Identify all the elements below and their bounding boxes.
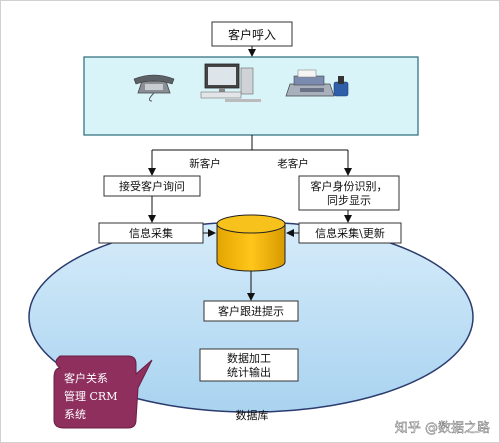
callout-line2: 管理 CRM bbox=[64, 389, 117, 403]
computer-icon bbox=[200, 63, 261, 102]
identify-box bbox=[298, 175, 400, 211]
info-collect-label: 信息采集 bbox=[129, 226, 173, 240]
followup-box bbox=[203, 300, 299, 322]
database-label: 数据库 bbox=[236, 408, 269, 422]
identify-label-line1: 客户身份识别， bbox=[311, 179, 388, 193]
processing-box bbox=[199, 348, 299, 382]
callout-line3: 系统 bbox=[64, 408, 86, 421]
entry-box bbox=[211, 21, 293, 47]
new-customer-label: 新客户 bbox=[189, 157, 221, 170]
identify-label-line2: 同步显示 bbox=[327, 194, 371, 207]
database-cylinder-icon bbox=[216, 214, 286, 272]
accept-inquiry-label: 接受客户询问 bbox=[119, 179, 185, 193]
info-update-label: 信息采集\更新 bbox=[315, 226, 385, 240]
callout-line1: 客户关系 bbox=[64, 371, 108, 385]
processing-label-line2: 统计输出 bbox=[227, 365, 271, 379]
processing-label-line1: 数据加工 bbox=[227, 351, 271, 365]
old-customer-label: 老客户 bbox=[277, 157, 309, 170]
followup-label: 客户跟进提示 bbox=[218, 304, 284, 318]
crm-callout bbox=[53, 355, 153, 429]
watermark: 知乎 @数据之路 bbox=[395, 420, 490, 436]
telephone-icon bbox=[133, 74, 175, 102]
entry-label: 客户呼入 bbox=[228, 27, 276, 42]
fax-machine-icon bbox=[285, 69, 349, 97]
